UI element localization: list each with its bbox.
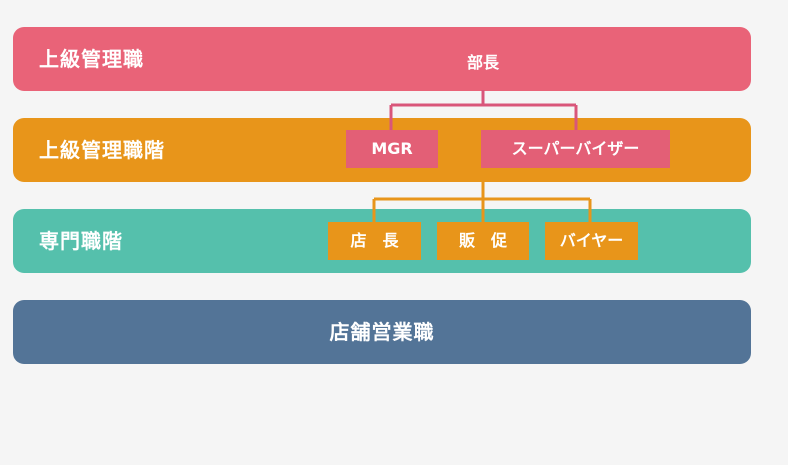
band-title-senior-management: 上級管理職 — [39, 47, 144, 71]
node-promotion: 販 促 — [437, 222, 529, 260]
band-title-senior-management-grade: 上級管理職階 — [39, 138, 165, 162]
band-title-specialist-grade: 専門職階 — [39, 229, 123, 253]
node-department-head: 部長 — [466, 53, 499, 72]
node-store-manager: 店 長 — [328, 222, 421, 260]
node-supervisor: スーパーバイザー — [481, 130, 670, 168]
band-senior-management: 上級管理職 — [13, 27, 751, 91]
band-store-sales: 店舗営業職 — [13, 300, 751, 364]
node-mgr: MGR — [346, 130, 438, 168]
band-title-store-sales: 店舗営業職 — [329, 320, 435, 344]
node-buyer: バイヤー — [545, 222, 638, 260]
